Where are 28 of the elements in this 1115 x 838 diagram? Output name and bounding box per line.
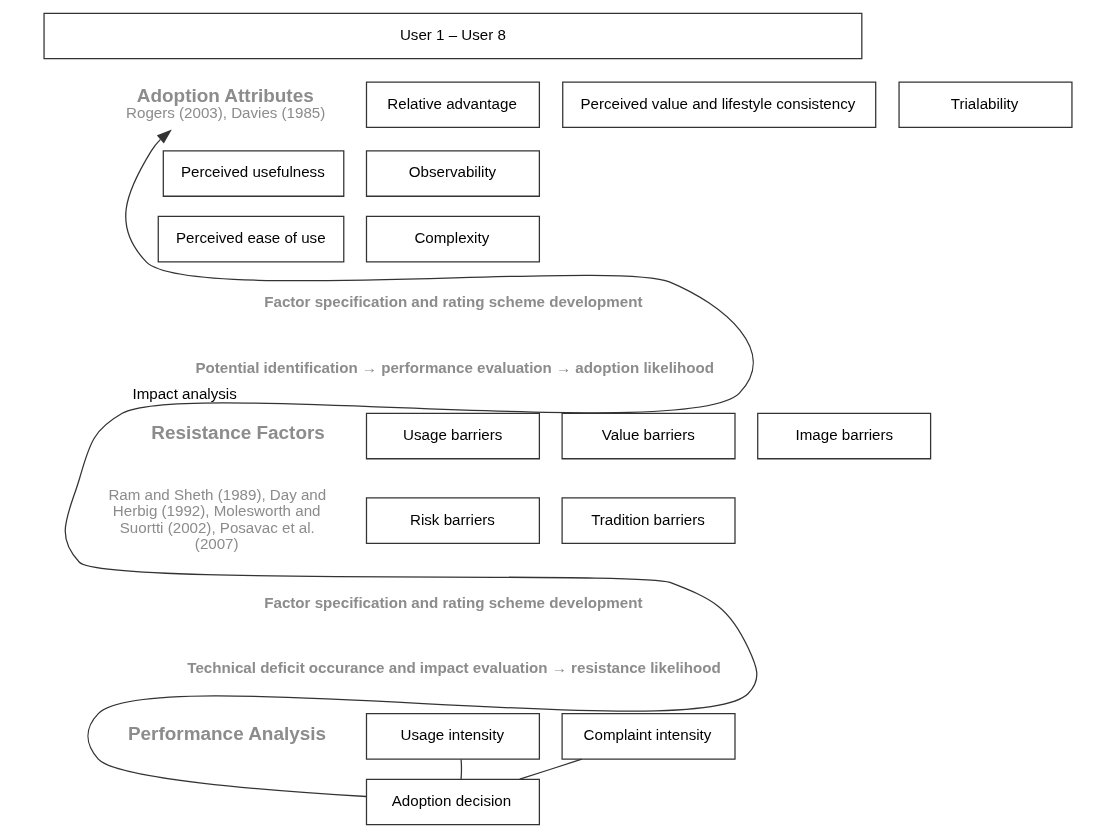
node-box: Usage intensity bbox=[365, 713, 540, 760]
label: Performance Analysis bbox=[127, 722, 326, 744]
label: Potential identification → performance evaluation → adoption likelihood bbox=[194, 359, 714, 377]
label: Factor specification and rating scheme development bbox=[263, 293, 642, 311]
node-text: Adoption Attributes Rogers (2003), Davies (1985) bbox=[125, 84, 325, 121]
connector bbox=[459, 758, 462, 780]
node-box: Complaint intensity bbox=[560, 713, 736, 760]
node-box: Adoption decision bbox=[365, 778, 540, 826]
label: Ram and Sheth (1989), Day and Herbig (1992), Molesworth and Suortti (2002), Posavac et al. (2007) bbox=[107, 485, 326, 553]
connector bbox=[518, 758, 582, 780]
edge-label: Impact analysis bbox=[131, 384, 237, 402]
node-box: Usage barriers bbox=[365, 412, 540, 460]
node-box: Complexity bbox=[365, 215, 540, 263]
arrow bbox=[64, 129, 757, 798]
node-box: Perceived value and lifestyle consistency bbox=[561, 81, 876, 129]
node-box: Tradition barriers bbox=[560, 497, 736, 544]
node-box: Image barriers bbox=[756, 412, 931, 460]
node-box: Trialability bbox=[897, 81, 1073, 129]
node-box: Relative advantage bbox=[365, 81, 540, 129]
label: Factor specification and rating scheme development bbox=[263, 593, 642, 611]
node-box: User 1 – User 8 bbox=[42, 12, 862, 60]
node-box: Perceived usefulness bbox=[162, 150, 344, 197]
node-box: Value barriers bbox=[560, 412, 736, 460]
label: Resistance Factors bbox=[150, 422, 325, 444]
node-box: Perceived ease of use bbox=[157, 215, 344, 263]
node-box: Observability bbox=[365, 150, 540, 197]
label: Technical deficit occurance and impact evaluation → resistance likelihood bbox=[186, 659, 721, 677]
node-box: Risk barriers bbox=[365, 497, 540, 544]
